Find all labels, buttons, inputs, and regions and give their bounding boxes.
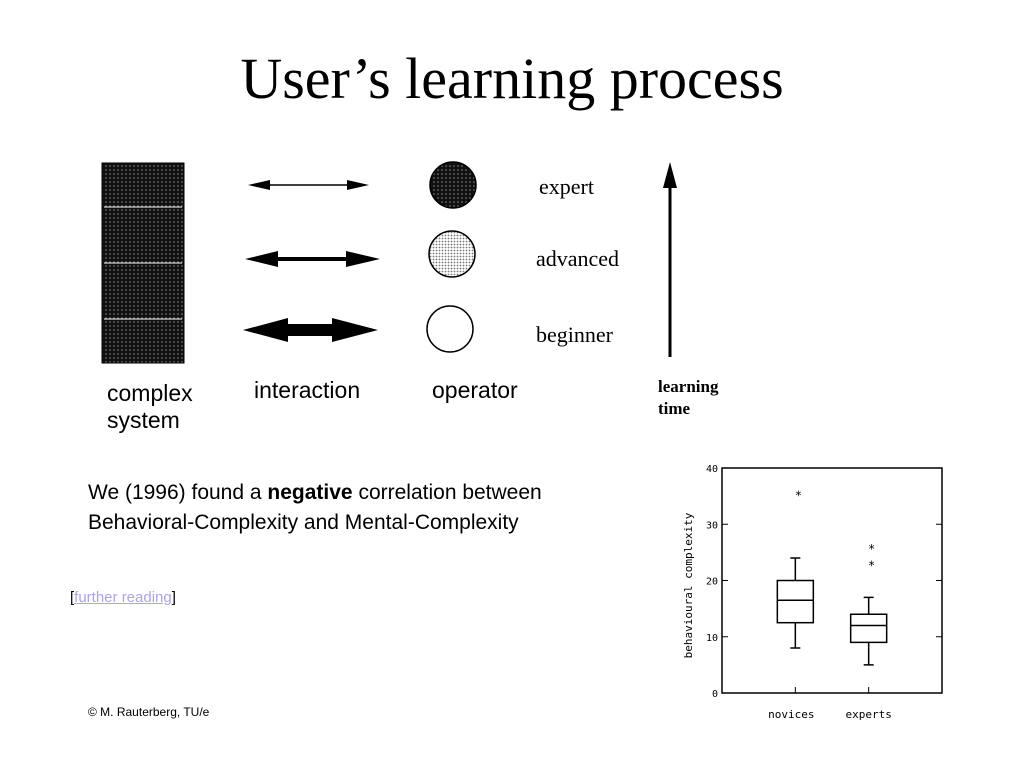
box-iqr [776, 579, 815, 624]
bracket-close: ] [171, 589, 176, 606]
level-beginner-label: beginner [536, 322, 613, 347]
learning-time-label: learning time [658, 376, 748, 420]
operator-caption: operator [432, 377, 518, 403]
interaction-caption: interaction [254, 377, 361, 403]
copyright: © M. Rauterberg, TU/e [88, 705, 210, 719]
y-tick-label: 10 [706, 633, 718, 644]
y-tick-label: 30 [706, 520, 718, 531]
learning-time-arrow [663, 162, 677, 357]
learning-time-line2: time [658, 399, 691, 418]
complex-system-caption-line1: complex [107, 380, 193, 406]
outlier-point: * [868, 542, 875, 556]
x-tick-label: experts [845, 708, 891, 721]
plot-frame [721, 467, 943, 694]
y-tick-label: 20 [706, 577, 718, 588]
outlier-point: * [795, 488, 802, 502]
box-iqr [849, 613, 888, 644]
finding-suffix: correlation between [352, 481, 542, 504]
y-axis: 0 10 20 30 40 [706, 464, 942, 700]
interaction-arrow-beginner [243, 318, 378, 342]
finding-line1: We (1996) found a negative correlation b… [88, 478, 542, 508]
level-expert-label: expert [539, 174, 594, 199]
finding-line2: Behavioral-Complexity and Mental-Complex… [88, 511, 519, 534]
x-axis: novices experts [768, 687, 892, 721]
complex-system-block [101, 162, 185, 364]
x-tick-label: novices [768, 708, 814, 721]
outlier-point: * [868, 559, 875, 573]
y-tick-label: 40 [706, 464, 718, 475]
box-series: *** [776, 488, 888, 666]
learning-time-line1: learning [658, 377, 719, 396]
interaction-arrow-advanced [245, 251, 380, 267]
interaction-arrow-expert [248, 180, 369, 190]
finding-emphasis: negative [267, 481, 353, 504]
complex-system-caption-line2: system [107, 407, 180, 433]
box-novices: * [776, 488, 815, 649]
further-reading: [further reading] [70, 588, 176, 608]
level-advanced-label: advanced [536, 246, 620, 271]
finding-text: We (1996) found a negative correlation b… [88, 478, 542, 538]
finding-prefix: We (1996) found a [88, 481, 268, 504]
y-tick-label: 0 [712, 689, 718, 700]
bracket-open: [ [70, 589, 75, 606]
operator-advanced-circle [428, 230, 476, 278]
slide-title: User’s learning process [240, 46, 784, 111]
operator-beginner-circle [426, 305, 474, 353]
complex-system-caption: complex system [107, 380, 193, 434]
further-reading-link[interactable]: further reading [74, 589, 172, 606]
box-experts: ** [849, 542, 888, 666]
operator-expert-circle [429, 161, 477, 209]
y-axis-label: behavioural complexity [682, 512, 695, 658]
